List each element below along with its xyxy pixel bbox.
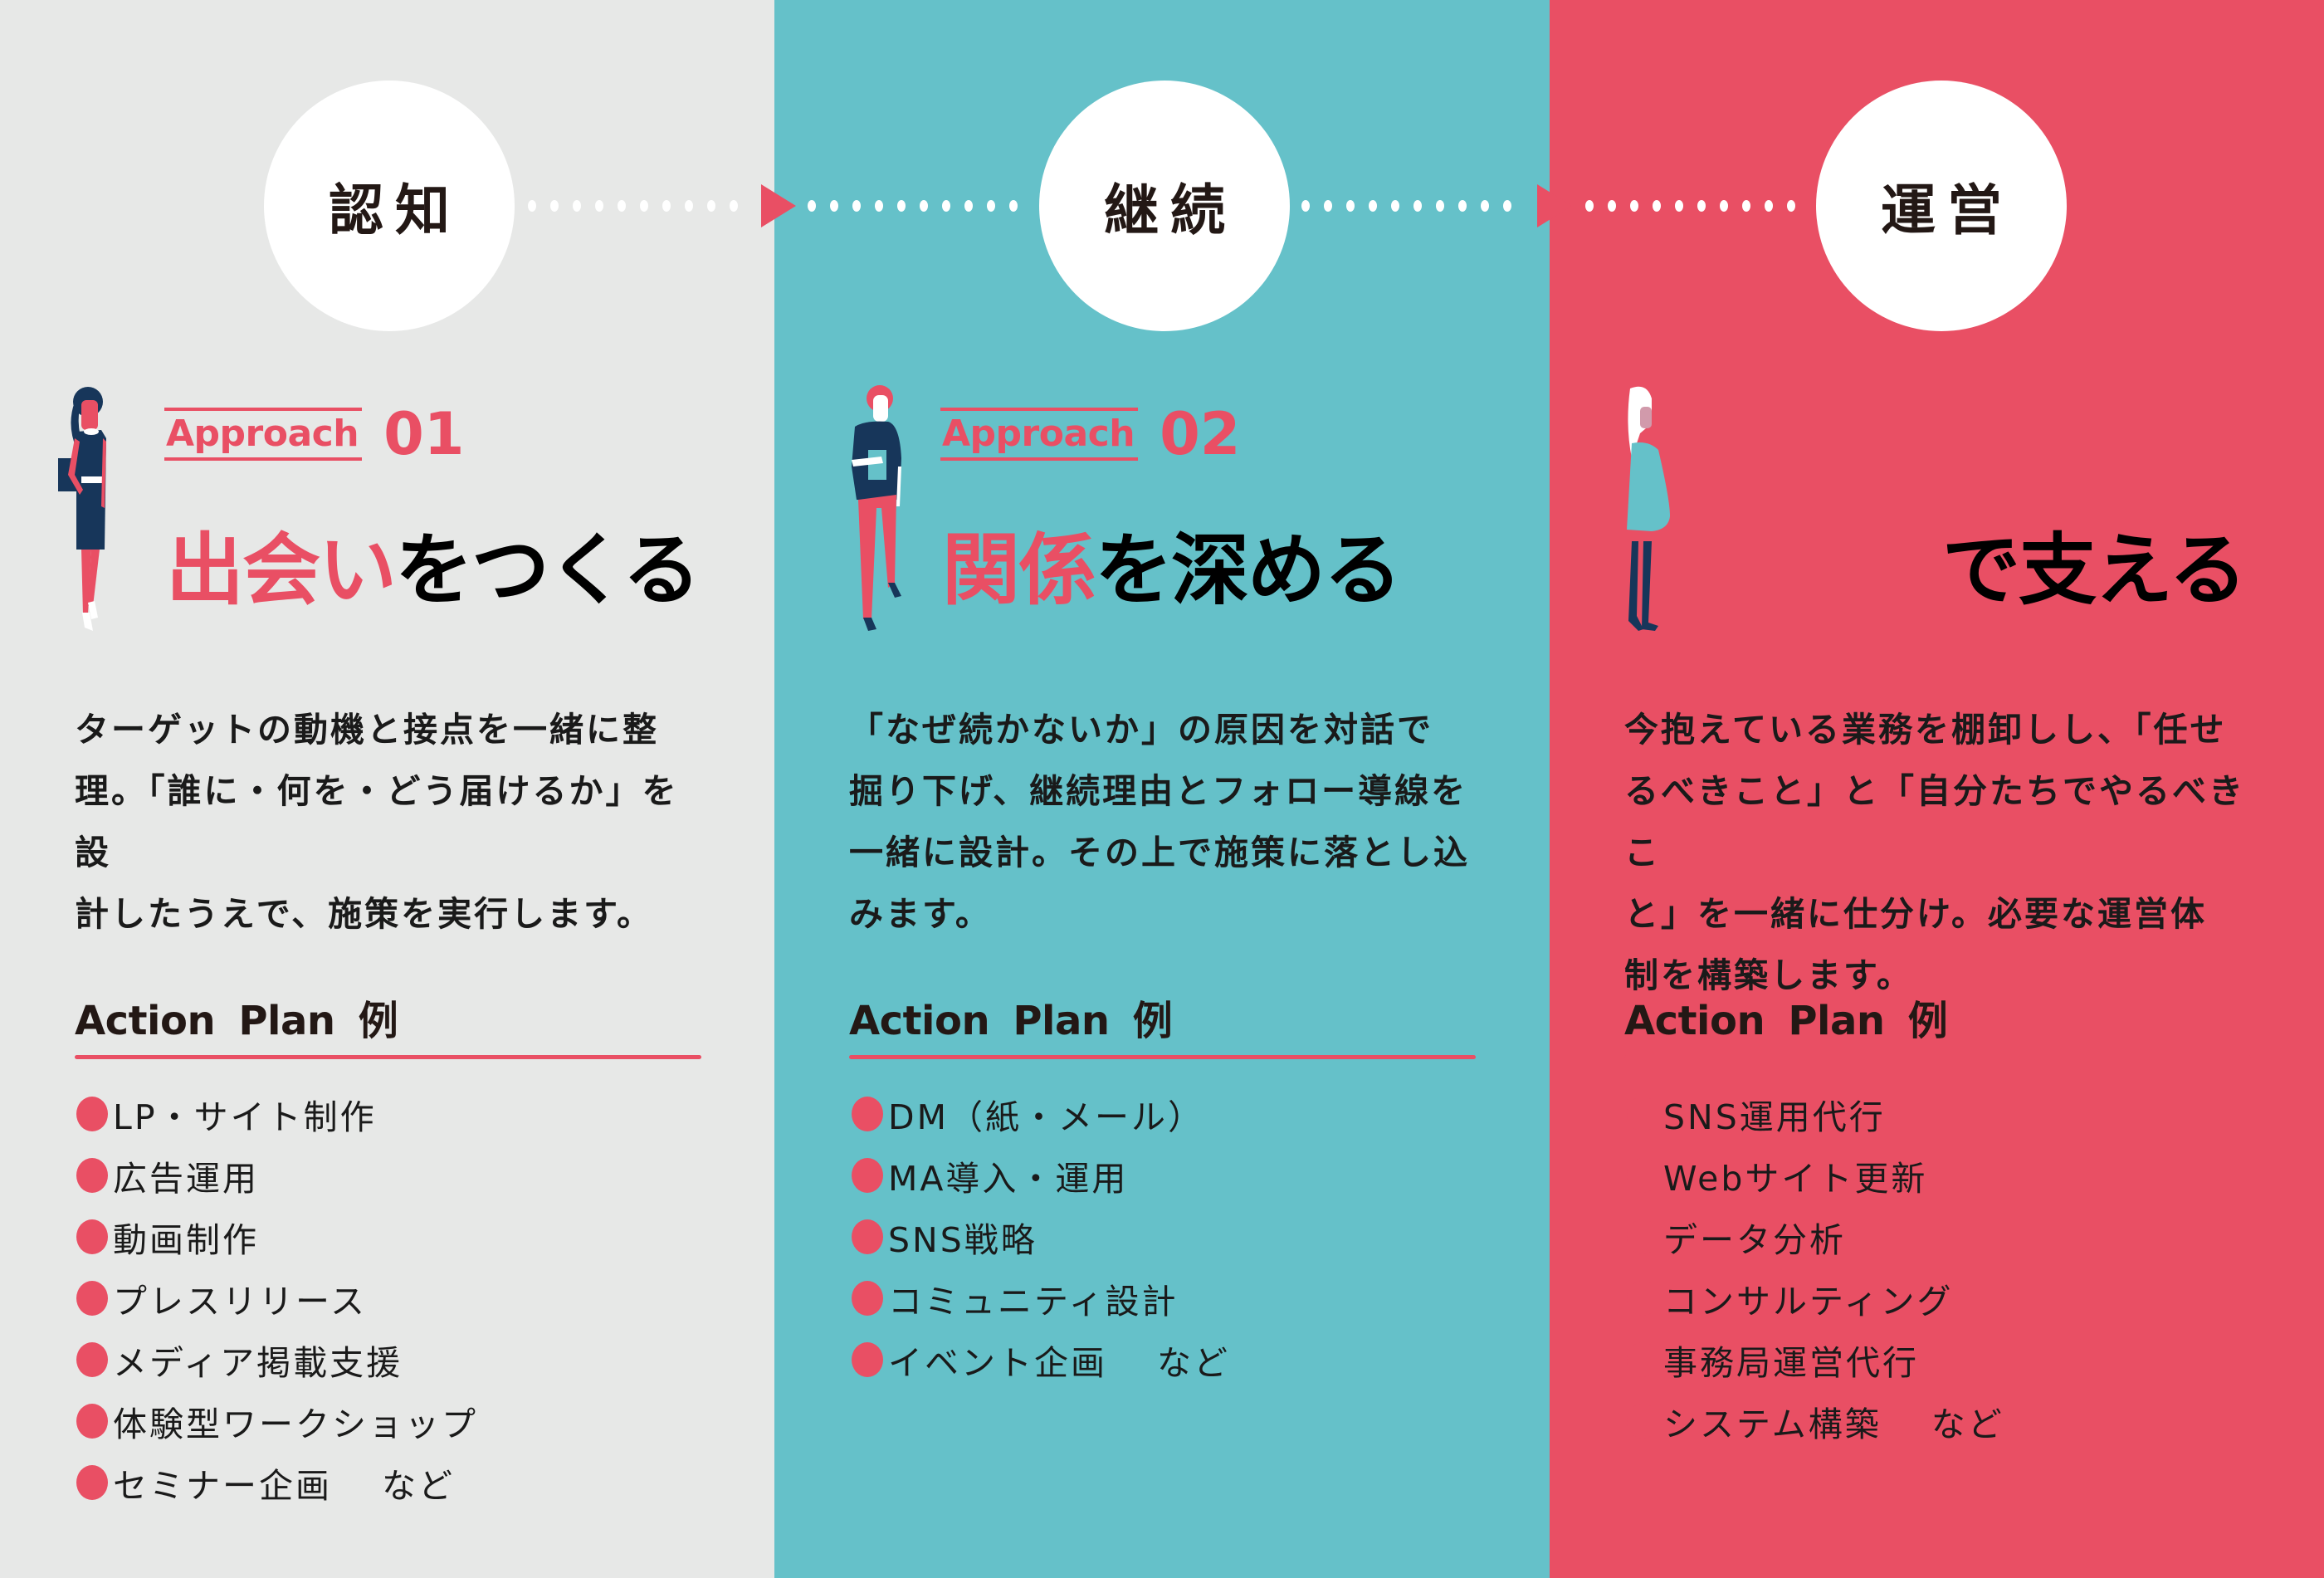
action-plan-list-1: LP・サイト制作 広告運用 動画制作 プレスリリース メディア掲載支援 体験型ワ… [76,1083,478,1513]
bullet-dot-icon [1627,1342,1658,1377]
stage-headline-2: 関係を深める [942,521,1402,621]
list-item: データ分析 [1627,1206,2004,1268]
list-item: SNS運用代行 [1627,1083,2004,1145]
bullet-dot-icon [852,1281,883,1316]
headline-accent: 関係 [942,525,1096,616]
approach-heading-1: Approach 01 [164,405,465,463]
action-plan-divider [1624,1055,2251,1059]
action-plan-title-2: Action Plan 例 [849,998,1173,1044]
description-line: 計したうえで、施策を実行します。 [75,894,654,934]
stage-description-2: 「なぜ続かないか」の原因を対話で 掘り下げ、継続理由とフォロー導線を 一緒に設計… [849,699,1480,945]
approach-number: 01 [383,400,465,468]
action-plan-title-3: Action Plan 例 [1624,998,1948,1044]
list-item: コンサルティング [1627,1268,2004,1329]
bullet-dot-icon [76,1404,108,1439]
description-line: 理。「誰に・何を・どう届けるか」を設 [75,771,679,872]
bullet-dot-icon [1627,1281,1658,1316]
bullet-dot-icon [76,1219,108,1254]
bullet-dot-icon [76,1342,108,1377]
description-line: 制を構築します。 [1624,955,1913,995]
headline-accent: 出会い [166,525,397,616]
bullet-dot-icon [852,1219,883,1254]
bullet-dot-icon [1627,1404,1658,1439]
stage-description-1: ターゲットの動機と接点を一緒に整 理。「誰に・何を・どう届けるか」を設 計したう… [75,699,706,945]
list-item: SNS戦略 [852,1206,1230,1268]
stage-circle-label: 認知 [329,178,461,242]
description-line: と」を一緒に仕分け。必要な運営体 [1624,894,2207,934]
description-line: ターゲットの動機と接点を一緒に整 [75,710,659,750]
description-line: みます。 [849,894,992,934]
stage-circle-label: 継続 [1104,178,1237,242]
woman-in-navy-dress-icon [58,387,106,631]
bullet-dot-icon [76,1281,108,1316]
headline-rest: で支える [1942,525,2247,616]
list-item: システム構築 など [1627,1390,2004,1452]
approach-heading-2: Approach 02 [940,405,1241,463]
stage-circle-awareness: 認知 [264,81,515,331]
list-item: 動画制作 [76,1206,478,1268]
list-item: 事務局運営代行 [1627,1329,2004,1390]
dotted-connector-3 [1301,200,1526,212]
description-line: 今抱えている業務を棚卸しし、「任せ [1624,710,2227,750]
dotted-connector-2 [808,200,1032,212]
description-line: 一緒に設計。その上で施策に落とし込 [849,833,1470,872]
list-item: 体験型ワークショップ [76,1390,478,1452]
bullet-dot-icon [1627,1158,1658,1193]
action-plan-list-2: DM（紙・メール） MA導入・運用 SNS戦略 コミュニティ設計 イベント企画 … [852,1083,1230,1390]
list-item: コミュニティ設計 [852,1268,1230,1329]
list-item: Webサイト更新 [1627,1145,2004,1206]
approach-label: Approach [940,408,1139,461]
stage-circle-retention: 継続 [1039,81,1290,331]
description-line: 「なぜ続かないか」の原因を対話で [849,710,1433,750]
list-item: LP・サイト制作 [76,1083,478,1145]
bullet-dot-icon [852,1097,883,1131]
action-plan-divider [75,1055,701,1059]
list-item: 広告運用 [76,1145,478,1206]
dotted-connector-1 [528,200,752,212]
description-line: 掘り下げ、継続理由とフォロー導線を [849,771,1468,811]
list-item: MA導入・運用 [852,1145,1230,1206]
stage-headline-3: で支える [1942,521,2247,621]
bullet-dot-icon [852,1342,883,1377]
bullet-dot-icon [76,1465,108,1500]
description-line: るべきこと」と「自分たちでやるべきこ [1624,771,2245,872]
woman-with-white-hair-icon [1627,386,1670,631]
approach-label: Approach [164,408,363,461]
bullet-dot-icon [76,1097,108,1131]
list-item: DM（紙・メール） [852,1083,1230,1145]
bullet-dot-icon [76,1158,108,1193]
action-plan-divider [849,1055,1476,1059]
man-holding-tablet-icon [852,385,901,631]
list-item: プレスリリース [76,1268,478,1329]
list-item: イベント企画 など [852,1329,1230,1390]
list-item: セミナー企画 など [76,1452,478,1513]
list-item: メディア掲載支援 [76,1329,478,1390]
headline-rest: をつくる [395,525,701,616]
stage-description-3: 今抱えている業務を棚卸しし、「任せ るべきこと」と「自分たちでやるべきこ と」を… [1624,699,2255,1006]
action-plan-list-3: SNS運用代行 Webサイト更新 データ分析 コンサルティング 事務局運営代行 … [1627,1083,2004,1452]
stage-circle-operation: 運営 [1816,81,2067,331]
bullet-dot-icon [1627,1097,1658,1131]
headline-rest: を深める [1095,525,1402,616]
bullet-dot-icon [852,1158,883,1193]
action-plan-title-1: Action Plan 例 [75,998,398,1044]
arrow-right-icon [761,184,796,227]
stage-headline-1: 出会いをつくる [166,521,701,621]
approach-number: 02 [1160,400,1241,468]
dotted-connector-4 [1585,200,1809,212]
arrow-right-icon [1537,184,1572,227]
bullet-dot-icon [1627,1219,1658,1254]
stage-circle-label: 運営 [1881,178,2014,242]
